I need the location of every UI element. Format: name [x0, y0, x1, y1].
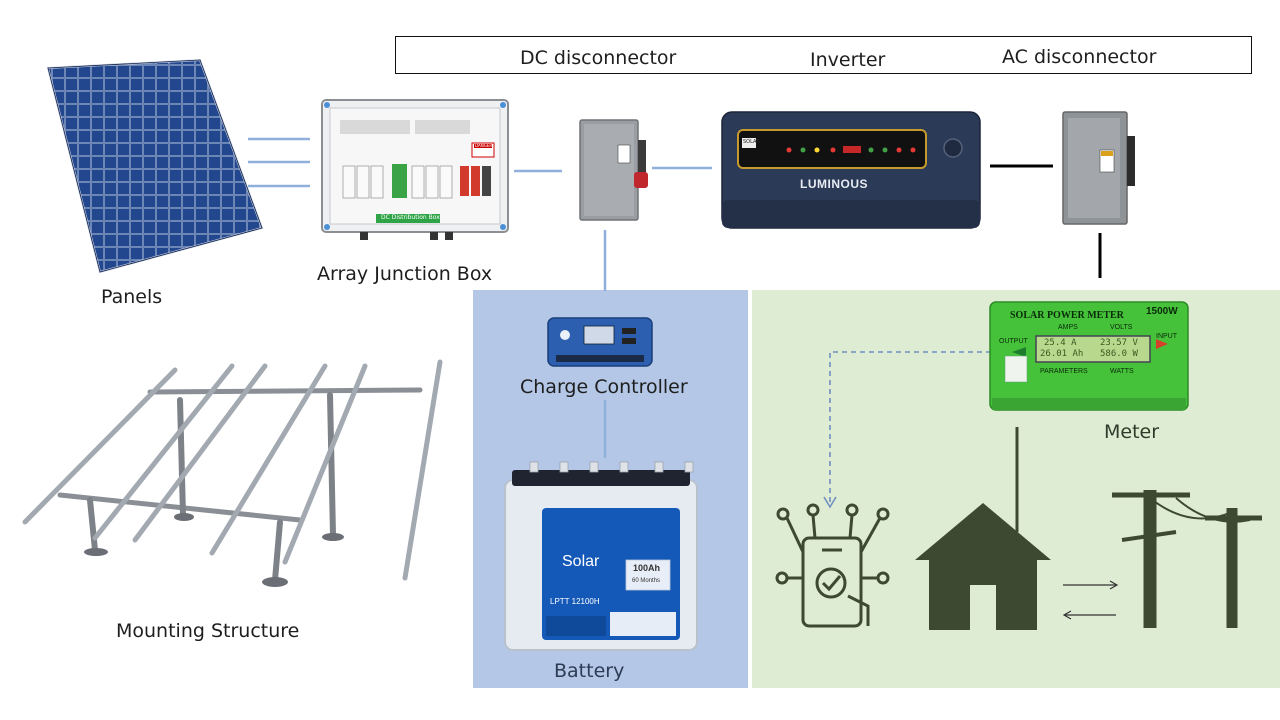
labels-header-box — [395, 36, 1252, 74]
meter-reading-1: 25.4 A — [1044, 338, 1077, 348]
meter-parameters: PARAMETERS — [1040, 368, 1088, 375]
battery-image — [504, 461, 698, 651]
label-ac-disconnector: AC disconnector — [1002, 46, 1157, 68]
inverter-badge: SOLAR — [743, 139, 760, 145]
solar-panel-image — [46, 58, 264, 274]
inverter-image — [721, 111, 981, 229]
junction-box-image — [321, 99, 509, 240]
label-panels: Panels — [101, 286, 163, 308]
junction-box-warning: DANGER — [475, 143, 493, 148]
battery-capacity: 100Ah — [633, 563, 661, 573]
utility-pole-icon — [1112, 490, 1262, 628]
inverter-brand: LUMINOUS — [800, 177, 868, 191]
charge-controller-image — [547, 317, 653, 367]
meter-volts: VOLTS — [1110, 324, 1133, 331]
battery-warranty: 60 Months — [632, 578, 661, 584]
label-battery: Battery — [554, 660, 625, 682]
house-icon — [915, 503, 1051, 630]
meter-reading-2: 23.57 V — [1100, 338, 1138, 348]
meter-reading-3: 26.01 Ah — [1040, 349, 1084, 359]
dc-disconnector-image — [579, 119, 648, 221]
label-inverter: Inverter — [810, 49, 886, 71]
connector-lines — [248, 137, 1119, 620]
battery-model: LPTT 12100H — [550, 597, 600, 606]
label-meter: Meter — [1104, 421, 1160, 443]
battery-brand: Solar — [562, 553, 600, 570]
meter-reading-4: 586.0 W — [1100, 349, 1138, 359]
label-dc-disconnector: DC disconnector — [520, 47, 677, 69]
ac-disconnector-image — [1062, 111, 1135, 225]
label-mounting-structure: Mounting Structure — [116, 620, 300, 642]
meter-rating: 1500W — [1146, 306, 1178, 317]
label-charge-controller: Charge Controller — [520, 376, 688, 398]
meter-title: SOLAR POWER METER — [1010, 310, 1124, 321]
meter-watts: WATTS — [1110, 368, 1134, 375]
meter-input: INPUT — [1156, 333, 1177, 340]
meter-output: OUTPUT — [999, 338, 1028, 345]
solar-power-meter-image — [989, 301, 1189, 411]
mounting-structure-image — [22, 359, 443, 587]
junction-box-tag: DC Distribution Box — [381, 214, 440, 221]
meter-amps: AMPS — [1058, 324, 1078, 331]
smart-monitoring-icon — [775, 503, 890, 628]
label-array-junction-box: Array Junction Box — [317, 263, 493, 285]
